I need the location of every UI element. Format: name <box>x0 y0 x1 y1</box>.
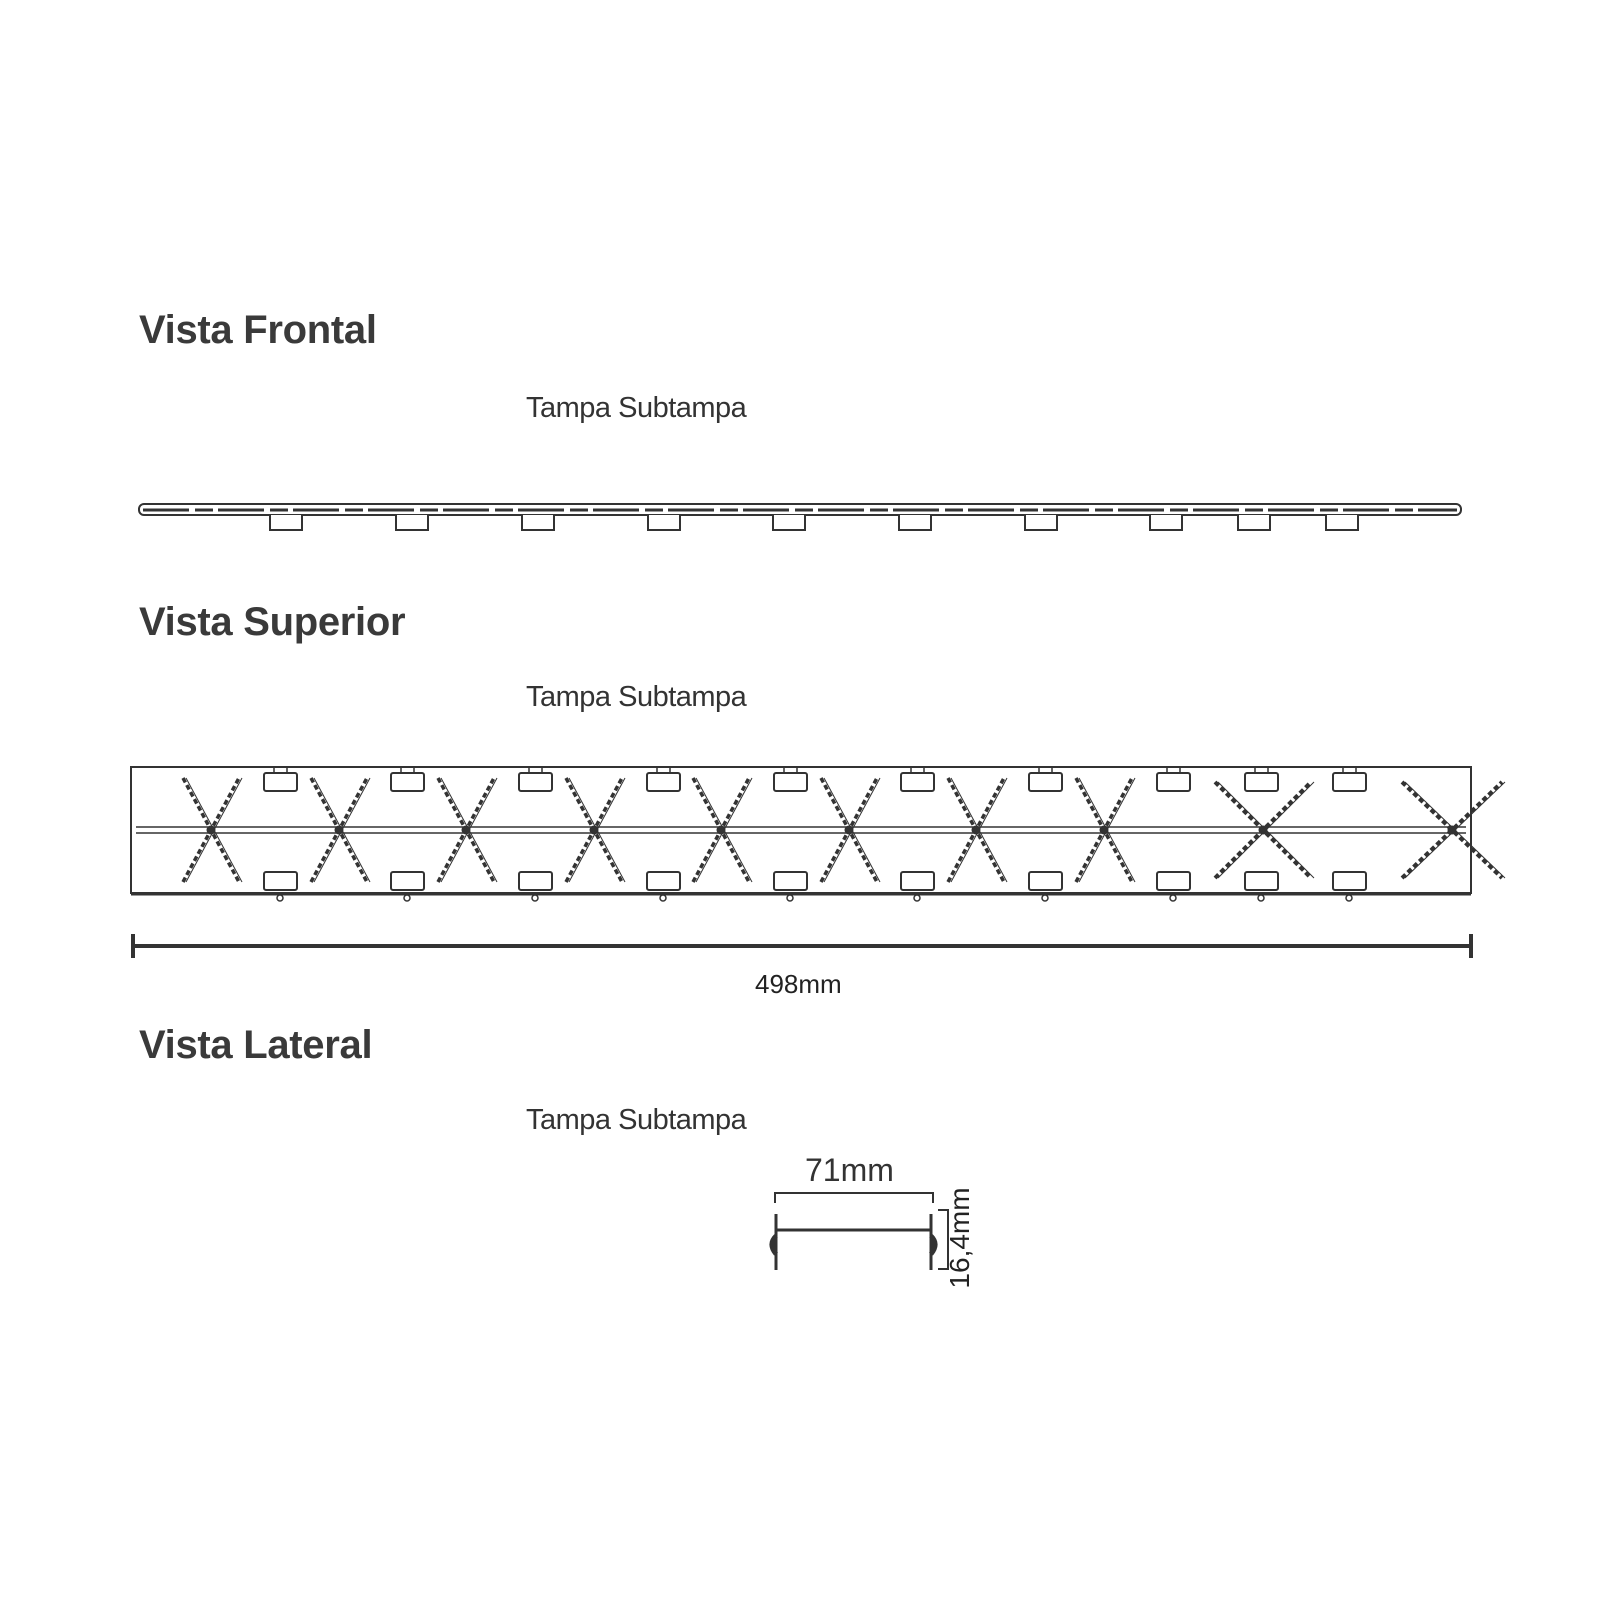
bottom-clip <box>773 871 808 891</box>
front-clip <box>1237 515 1271 531</box>
heading-vista-lateral: Vista Lateral <box>139 1023 373 1067</box>
heading-vista-frontal: Vista Frontal <box>139 308 377 352</box>
front-clip <box>772 515 806 531</box>
bottom-clip <box>1244 871 1279 891</box>
x-rib <box>819 777 881 883</box>
bottom-clip <box>646 871 681 891</box>
front-clip <box>395 515 429 531</box>
x-rib <box>946 777 1008 883</box>
top-clip <box>1028 772 1063 792</box>
front-clip <box>269 515 303 531</box>
top-clip <box>1332 772 1367 792</box>
x-rib <box>691 777 753 883</box>
top-clip <box>646 772 681 792</box>
x-rib <box>1213 780 1315 880</box>
top-view-clips <box>263 766 1367 902</box>
bottom-clip <box>900 871 935 891</box>
bottom-clip <box>518 871 553 891</box>
x-rib <box>181 777 243 883</box>
top-clip <box>773 772 808 792</box>
top-view-x-ribs <box>181 777 1506 883</box>
side-view-drawing <box>769 1192 949 1270</box>
top-clip <box>1244 772 1279 792</box>
bottom-clip <box>1156 871 1191 891</box>
x-rib <box>1074 777 1136 883</box>
bottom-clip <box>1332 871 1367 891</box>
front-clip <box>1149 515 1183 531</box>
length-dimension-line <box>131 934 1473 958</box>
x-rib <box>309 777 371 883</box>
front-view-drawing <box>138 503 1462 531</box>
dimension-length-label: 498mm <box>755 969 842 999</box>
subtitle-lateral: Tampa Subtampa <box>526 1104 747 1136</box>
x-rib <box>1400 780 1506 880</box>
x-rib <box>564 777 626 883</box>
top-clip <box>900 772 935 792</box>
subtitle-frontal: Tampa Subtampa <box>526 392 747 424</box>
bottom-clip <box>263 871 298 891</box>
front-clip <box>521 515 555 531</box>
subtitle-superior: Tampa Subtampa <box>526 681 747 713</box>
top-clip <box>518 772 553 792</box>
bottom-clip <box>1028 871 1063 891</box>
top-clip <box>263 772 298 792</box>
top-clip <box>390 772 425 792</box>
bottom-clip <box>390 871 425 891</box>
front-clip <box>898 515 932 531</box>
top-view-drawing <box>130 766 1506 902</box>
heading-vista-superior: Vista Superior <box>139 600 406 644</box>
top-clip <box>1156 772 1191 792</box>
front-clip <box>1325 515 1359 531</box>
front-clip <box>647 515 681 531</box>
front-clip <box>1024 515 1058 531</box>
dimension-width-label: 71mm <box>805 1152 894 1188</box>
x-rib <box>436 777 498 883</box>
front-view-clips <box>269 515 1359 531</box>
